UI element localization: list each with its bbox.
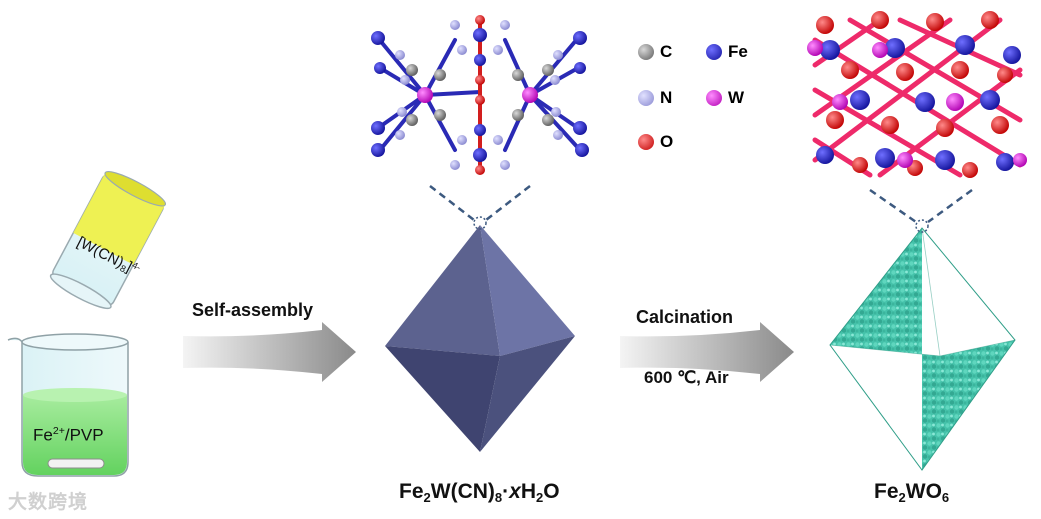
watermark: 大数跨境	[8, 492, 89, 513]
tilted-beaker-icon	[49, 171, 167, 310]
iron-ball-icon	[706, 44, 722, 60]
precursor-structure-icon	[371, 15, 589, 175]
calcination-arrow	[620, 322, 794, 382]
legend-item-w: W	[706, 88, 744, 108]
legend-item-c: C	[638, 42, 672, 62]
precursor-octahedron	[385, 225, 575, 452]
tungsten-ball-icon	[706, 90, 722, 106]
step2-condition: 600 ℃, Air	[644, 368, 729, 387]
legend-item-n: N	[638, 88, 672, 108]
zoom-lines-precursor	[429, 185, 531, 230]
oxide-formula: Fe2WO6	[874, 480, 950, 505]
self-assembly-arrow	[183, 322, 356, 382]
legend-item-fe: Fe	[706, 42, 748, 62]
nitrogen-ball-icon	[638, 90, 654, 106]
beaker-icon	[7, 333, 129, 477]
oxygen-ball-icon	[638, 134, 654, 150]
carbon-ball-icon	[638, 44, 654, 60]
oxide-structure-icon	[807, 11, 1027, 178]
step2-label: Calcination	[636, 307, 734, 327]
step1-label: Self-assembly	[192, 300, 314, 320]
solution-label: Fe2+/PVP	[33, 425, 104, 445]
precursor-formula: Fe2W(CN)8·xH2O	[399, 480, 560, 505]
zoom-lines-oxide	[869, 188, 973, 233]
legend-item-o: O	[638, 132, 673, 152]
oxide-octahedron	[829, 227, 1016, 471]
